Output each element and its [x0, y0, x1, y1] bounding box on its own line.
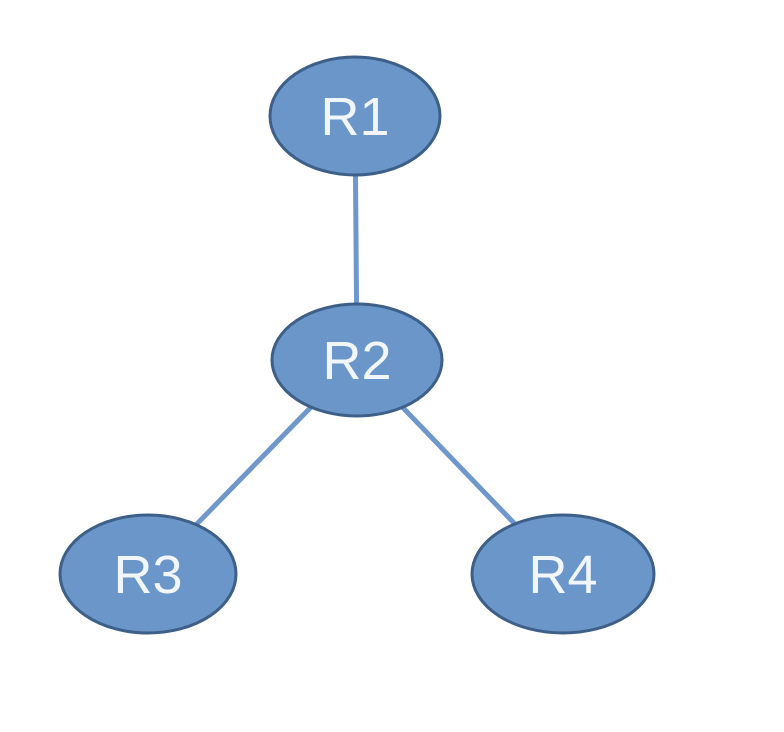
node-R4[interactable]: R4 [470, 513, 656, 635]
node-label-R4: R4 [528, 545, 597, 605]
node-R1[interactable]: R1 [268, 55, 442, 177]
node-ellipse-R2[interactable] [270, 302, 444, 418]
node-ellipse-R4[interactable] [470, 513, 656, 635]
node-label-R3: R3 [113, 545, 182, 605]
node-ellipse-R3[interactable] [58, 513, 238, 635]
node-ellipse-R1[interactable] [268, 55, 442, 177]
node-label-R2: R2 [322, 331, 391, 391]
node-R2[interactable]: R2 [270, 302, 444, 418]
node-label-R1: R1 [320, 87, 389, 147]
node-R3[interactable]: R3 [58, 513, 238, 635]
